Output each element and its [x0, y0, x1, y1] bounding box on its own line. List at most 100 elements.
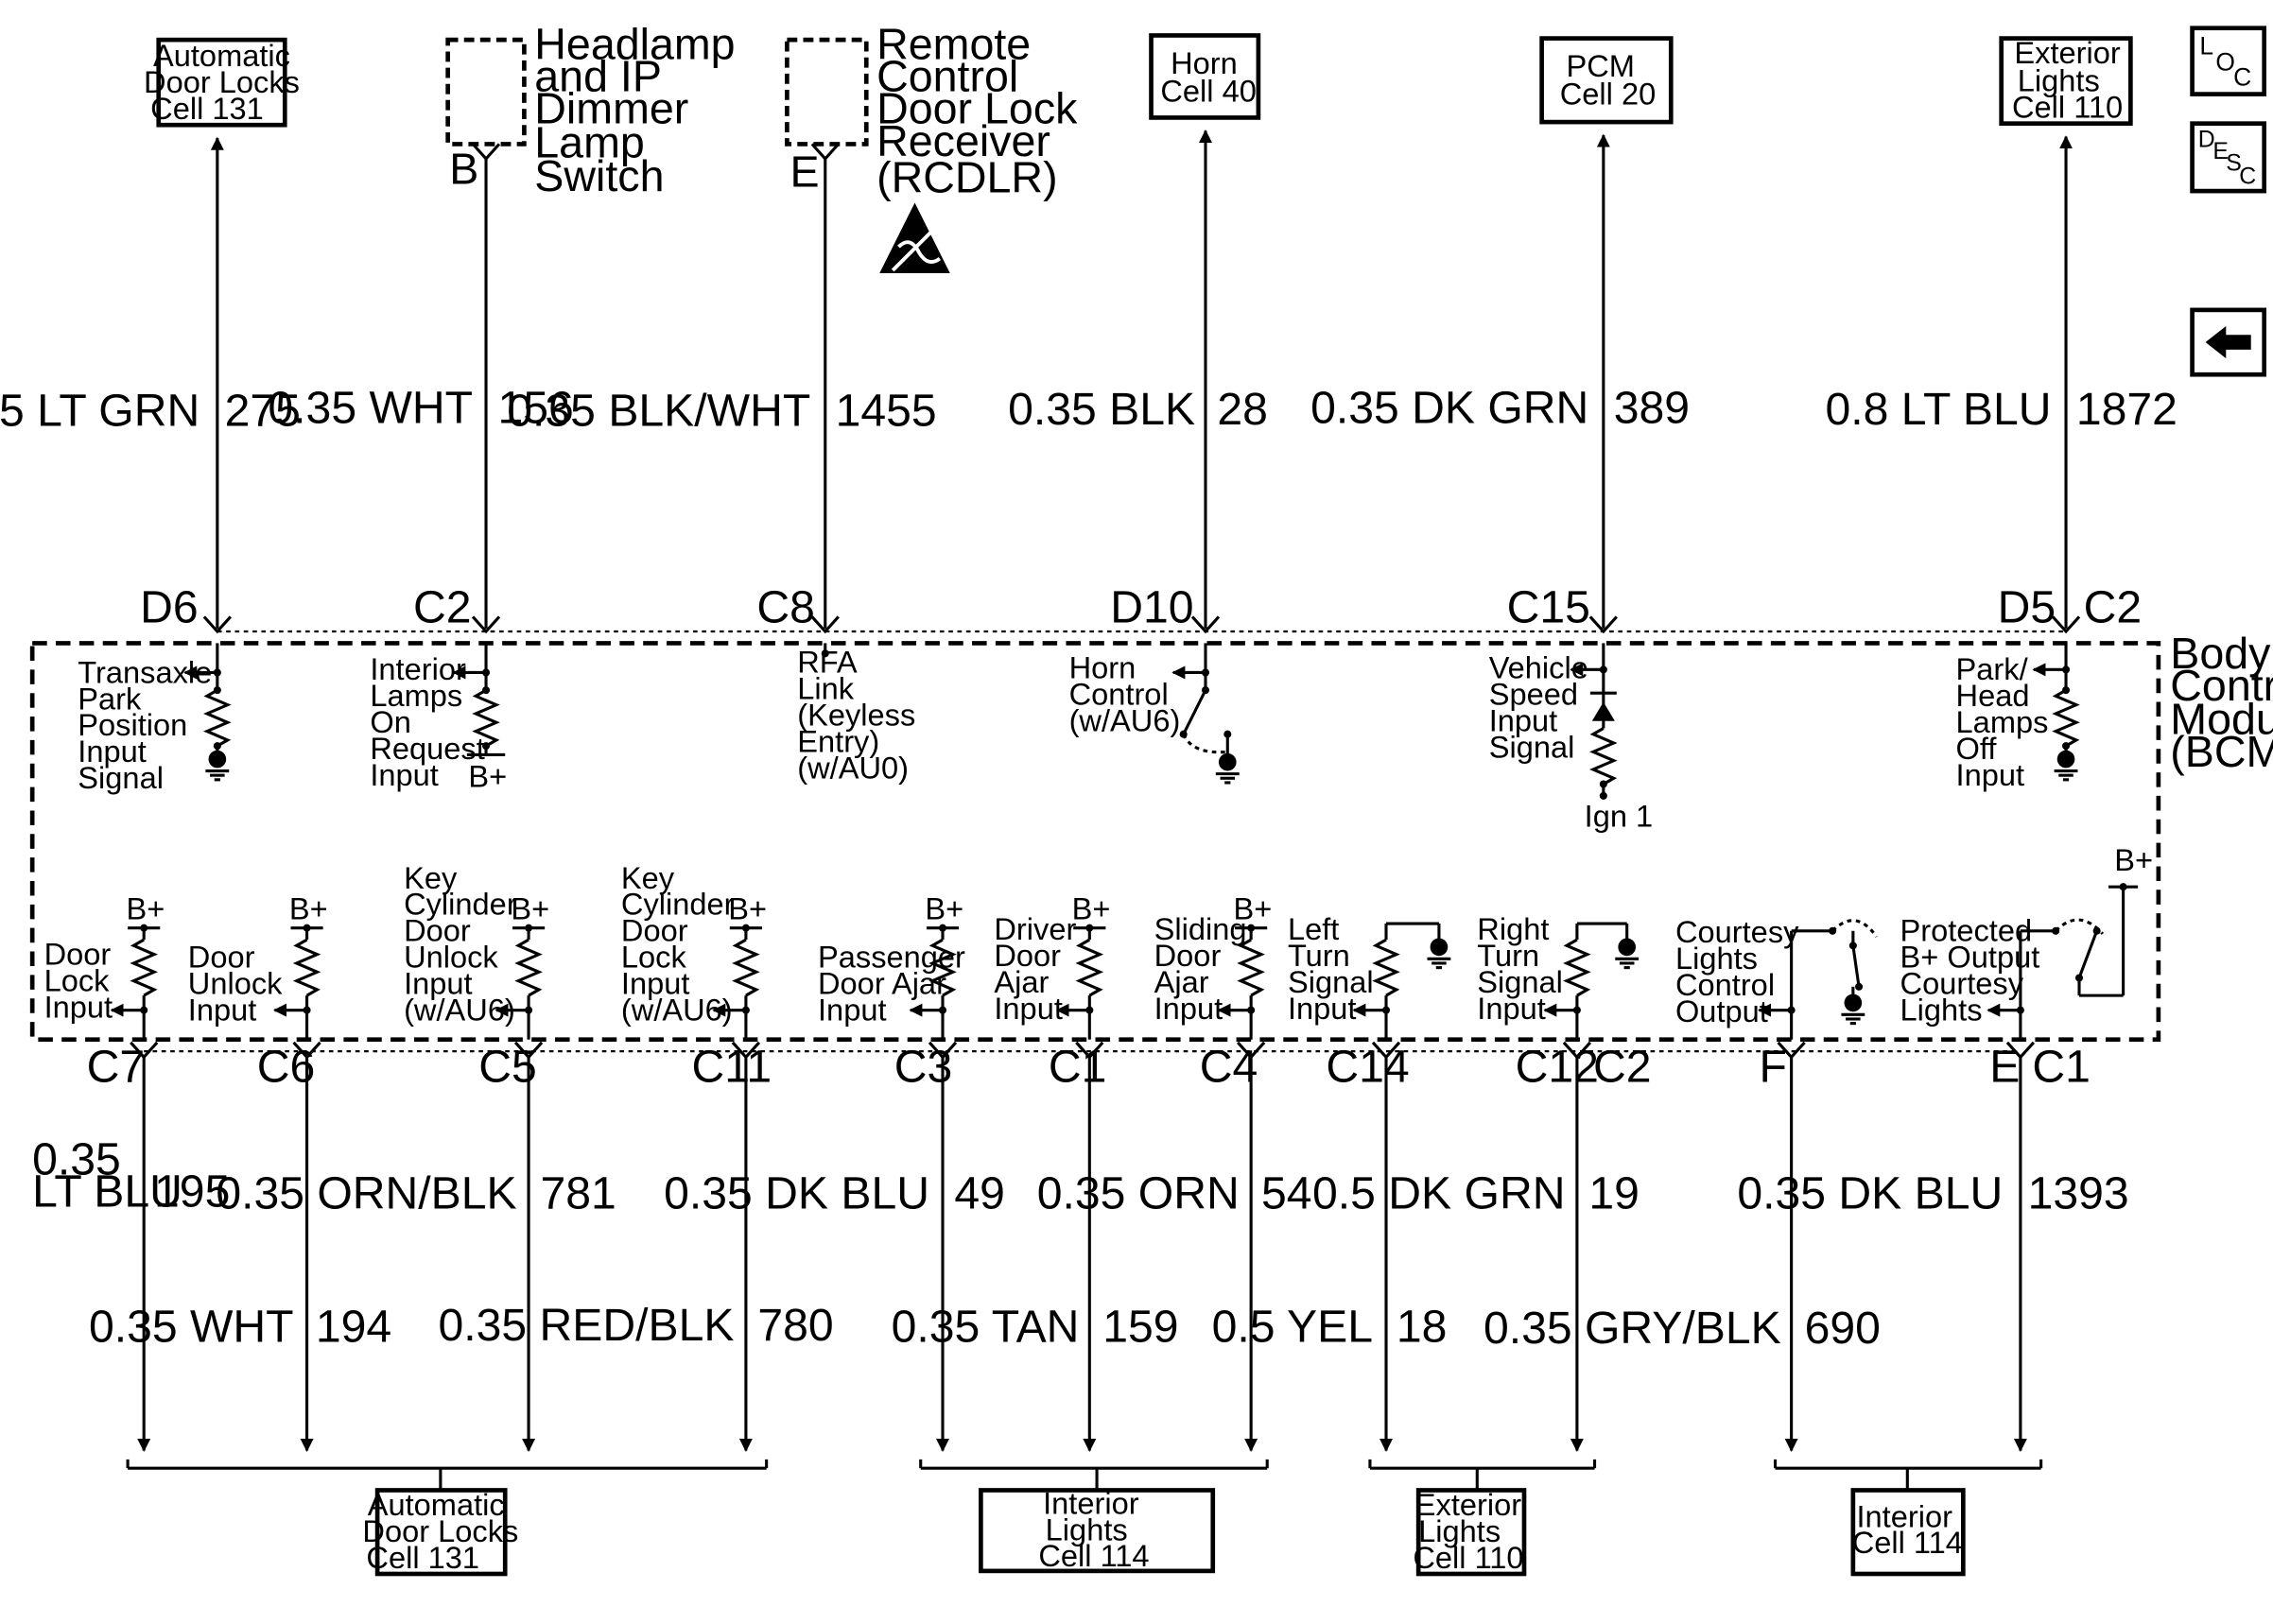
svg-text:Cylinder: Cylinder	[404, 887, 517, 922]
svg-text:PCM: PCM	[1567, 48, 1635, 83]
svg-text:0.35 LT GRN: 0.35 LT GRN	[0, 386, 200, 437]
left-turn-pull-down	[1352, 922, 1441, 1040]
svg-text:Input: Input	[994, 991, 1063, 1026]
svg-text:Door Lock: Door Lock	[876, 84, 1078, 133]
svg-text:(Keyless: (Keyless	[797, 697, 915, 732]
svg-text:L: L	[2199, 32, 2213, 60]
svg-text:Body: Body	[2170, 629, 2271, 678]
svg-text:On: On	[370, 704, 411, 739]
svg-text:(RCDLR): (RCDLR)	[876, 153, 1057, 202]
horn-control-switch	[1171, 643, 1229, 760]
svg-text:Dimmer: Dimmer	[534, 84, 688, 133]
bottom-internal-labels: B+ Door Lock Input B+ Door Unlock Input …	[44, 842, 2153, 1028]
bottom-component-labels: Automatic Door Locks Cell 131 Interior L…	[362, 1485, 1963, 1574]
svg-text:Cell 40: Cell 40	[1160, 73, 1257, 108]
svg-text:1872: 1872	[2076, 384, 2178, 435]
svg-text:Remote: Remote	[876, 19, 1031, 68]
automatic-door-locks-top-box[interactable]	[156, 37, 287, 128]
loc-icon[interactable]	[2190, 26, 2267, 96]
svg-text:159: 159	[1102, 1302, 1178, 1353]
svg-text:156: 156	[497, 382, 573, 433]
top-component-labels: Automatic Door Locks Cell 131 Horn Cell …	[144, 35, 2123, 126]
interior-cell-114-box[interactable]	[1850, 1488, 1966, 1577]
svg-text:E: E	[2212, 139, 2229, 164]
svg-text:Interior: Interior	[1043, 1485, 1139, 1520]
exterior-lights-bottom-box[interactable]	[1415, 1488, 1527, 1577]
svg-text:389: 389	[1614, 382, 1690, 433]
svg-text:18: 18	[1397, 1302, 1448, 1353]
svg-text:Signal: Signal	[1489, 730, 1575, 765]
svg-text:195: 195	[154, 1166, 230, 1218]
svg-text:Protected: Protected	[1900, 913, 2033, 948]
svg-text:Ajar: Ajar	[1154, 964, 1209, 999]
svg-text:0.35 GRY/BLK: 0.35 GRY/BLK	[1484, 1303, 1781, 1354]
exterior-lights-top-box[interactable]	[1999, 36, 2133, 126]
svg-text:Cylinder: Cylinder	[621, 887, 735, 922]
driver-door-ajar-pull-up	[1055, 926, 1106, 1040]
interior-lights-box[interactable]	[979, 1488, 1216, 1574]
bottom-bcm-pins: C7 C6 C5 C11 C3 C1 C4 C14 C12 C2 F E C1	[87, 1042, 2091, 1093]
svg-text:781: 781	[540, 1167, 616, 1218]
svg-text:Right: Right	[1477, 911, 1549, 946]
rcdlr-label: Remote Control Door Lock Receiver (RCDLR…	[789, 19, 1078, 201]
svg-text:Lights: Lights	[1900, 993, 1983, 1028]
svg-text:Link: Link	[797, 670, 855, 705]
svg-text:Door: Door	[621, 913, 688, 948]
svg-text:Entry): Entry)	[797, 723, 879, 758]
back-arrow-icon[interactable]	[2190, 307, 2267, 377]
svg-text:0.35 BLK/WHT: 0.35 BLK/WHT	[507, 386, 810, 437]
svg-text:0.35 DK BLU: 0.35 DK BLU	[664, 1167, 929, 1218]
svg-text:Park: Park	[78, 681, 142, 716]
horn-box[interactable]	[1149, 33, 1261, 120]
svg-text:Lock: Lock	[621, 940, 687, 975]
bcm-outline	[29, 641, 2161, 1043]
bracket-interior-lights	[919, 1459, 1269, 1493]
svg-text:Courtesy: Courtesy	[1900, 966, 2024, 1001]
svg-text:Sliding: Sliding	[1154, 911, 1247, 946]
svg-text:0.35 RED/BLK: 0.35 RED/BLK	[439, 1300, 735, 1351]
svg-text:Key: Key	[621, 860, 675, 895]
svg-text:Lights: Lights	[2018, 62, 2100, 97]
svg-text:Unlock: Unlock	[188, 966, 283, 1001]
passenger-door-ajar-pull-up	[909, 926, 960, 1040]
headlamp-switch-box	[445, 37, 527, 147]
pcm-box[interactable]	[1539, 36, 1674, 125]
esd-warning-icon	[879, 202, 950, 274]
svg-text:Door: Door	[404, 913, 471, 948]
right-turn-pull-down	[1543, 922, 1629, 1040]
svg-text:Cell 131: Cell 131	[150, 91, 264, 126]
svg-text:Interior: Interior	[370, 651, 466, 686]
svg-text:Control: Control	[876, 51, 1018, 100]
svg-text:C12: C12	[1516, 1042, 1599, 1093]
top-bcm-pins: D6 C2 C8 D10 C15 D5 C2	[140, 582, 2142, 633]
svg-text:Door Locks: Door Locks	[362, 1513, 518, 1548]
svg-text:19: 19	[1588, 1167, 1640, 1218]
svg-text:B+ Output: B+ Output	[1900, 940, 2040, 975]
svg-text:and IP: and IP	[534, 51, 662, 100]
svg-text:Input: Input	[1288, 991, 1357, 1026]
desc-icon-letters: D E S C	[2198, 128, 2256, 190]
svg-text:Signal: Signal	[1477, 964, 1563, 999]
svg-text:B+: B+	[2114, 842, 2153, 877]
back-arrow-glyph	[2205, 325, 2251, 359]
svg-text:Interior: Interior	[1856, 1498, 1952, 1533]
interior-lamps-pull-up	[452, 643, 506, 756]
desc-icon[interactable]	[2190, 121, 2267, 194]
svg-text:Cell 110: Cell 110	[2012, 89, 2123, 124]
svg-text:Off: Off	[1956, 731, 1998, 766]
automatic-door-locks-bottom-box[interactable]	[374, 1488, 508, 1577]
sliding-door-ajar-pull-up	[1217, 926, 1268, 1040]
svg-text:Door: Door	[188, 940, 255, 975]
svg-text:C3: C3	[894, 1042, 953, 1093]
svg-text:B+: B+	[728, 890, 767, 925]
svg-text:Input: Input	[1489, 703, 1558, 738]
svg-text:C2: C2	[2084, 582, 2143, 633]
svg-text:0.35: 0.35	[32, 1134, 121, 1185]
svg-text:(w/AU6): (w/AU6)	[1069, 703, 1181, 738]
svg-text:Key: Key	[404, 860, 458, 895]
svg-text:Door: Door	[1154, 938, 1222, 973]
svg-text:Transaxle: Transaxle	[78, 654, 212, 689]
svg-text:Lights: Lights	[1675, 941, 1758, 976]
svg-text:Speed: Speed	[1489, 677, 1578, 712]
